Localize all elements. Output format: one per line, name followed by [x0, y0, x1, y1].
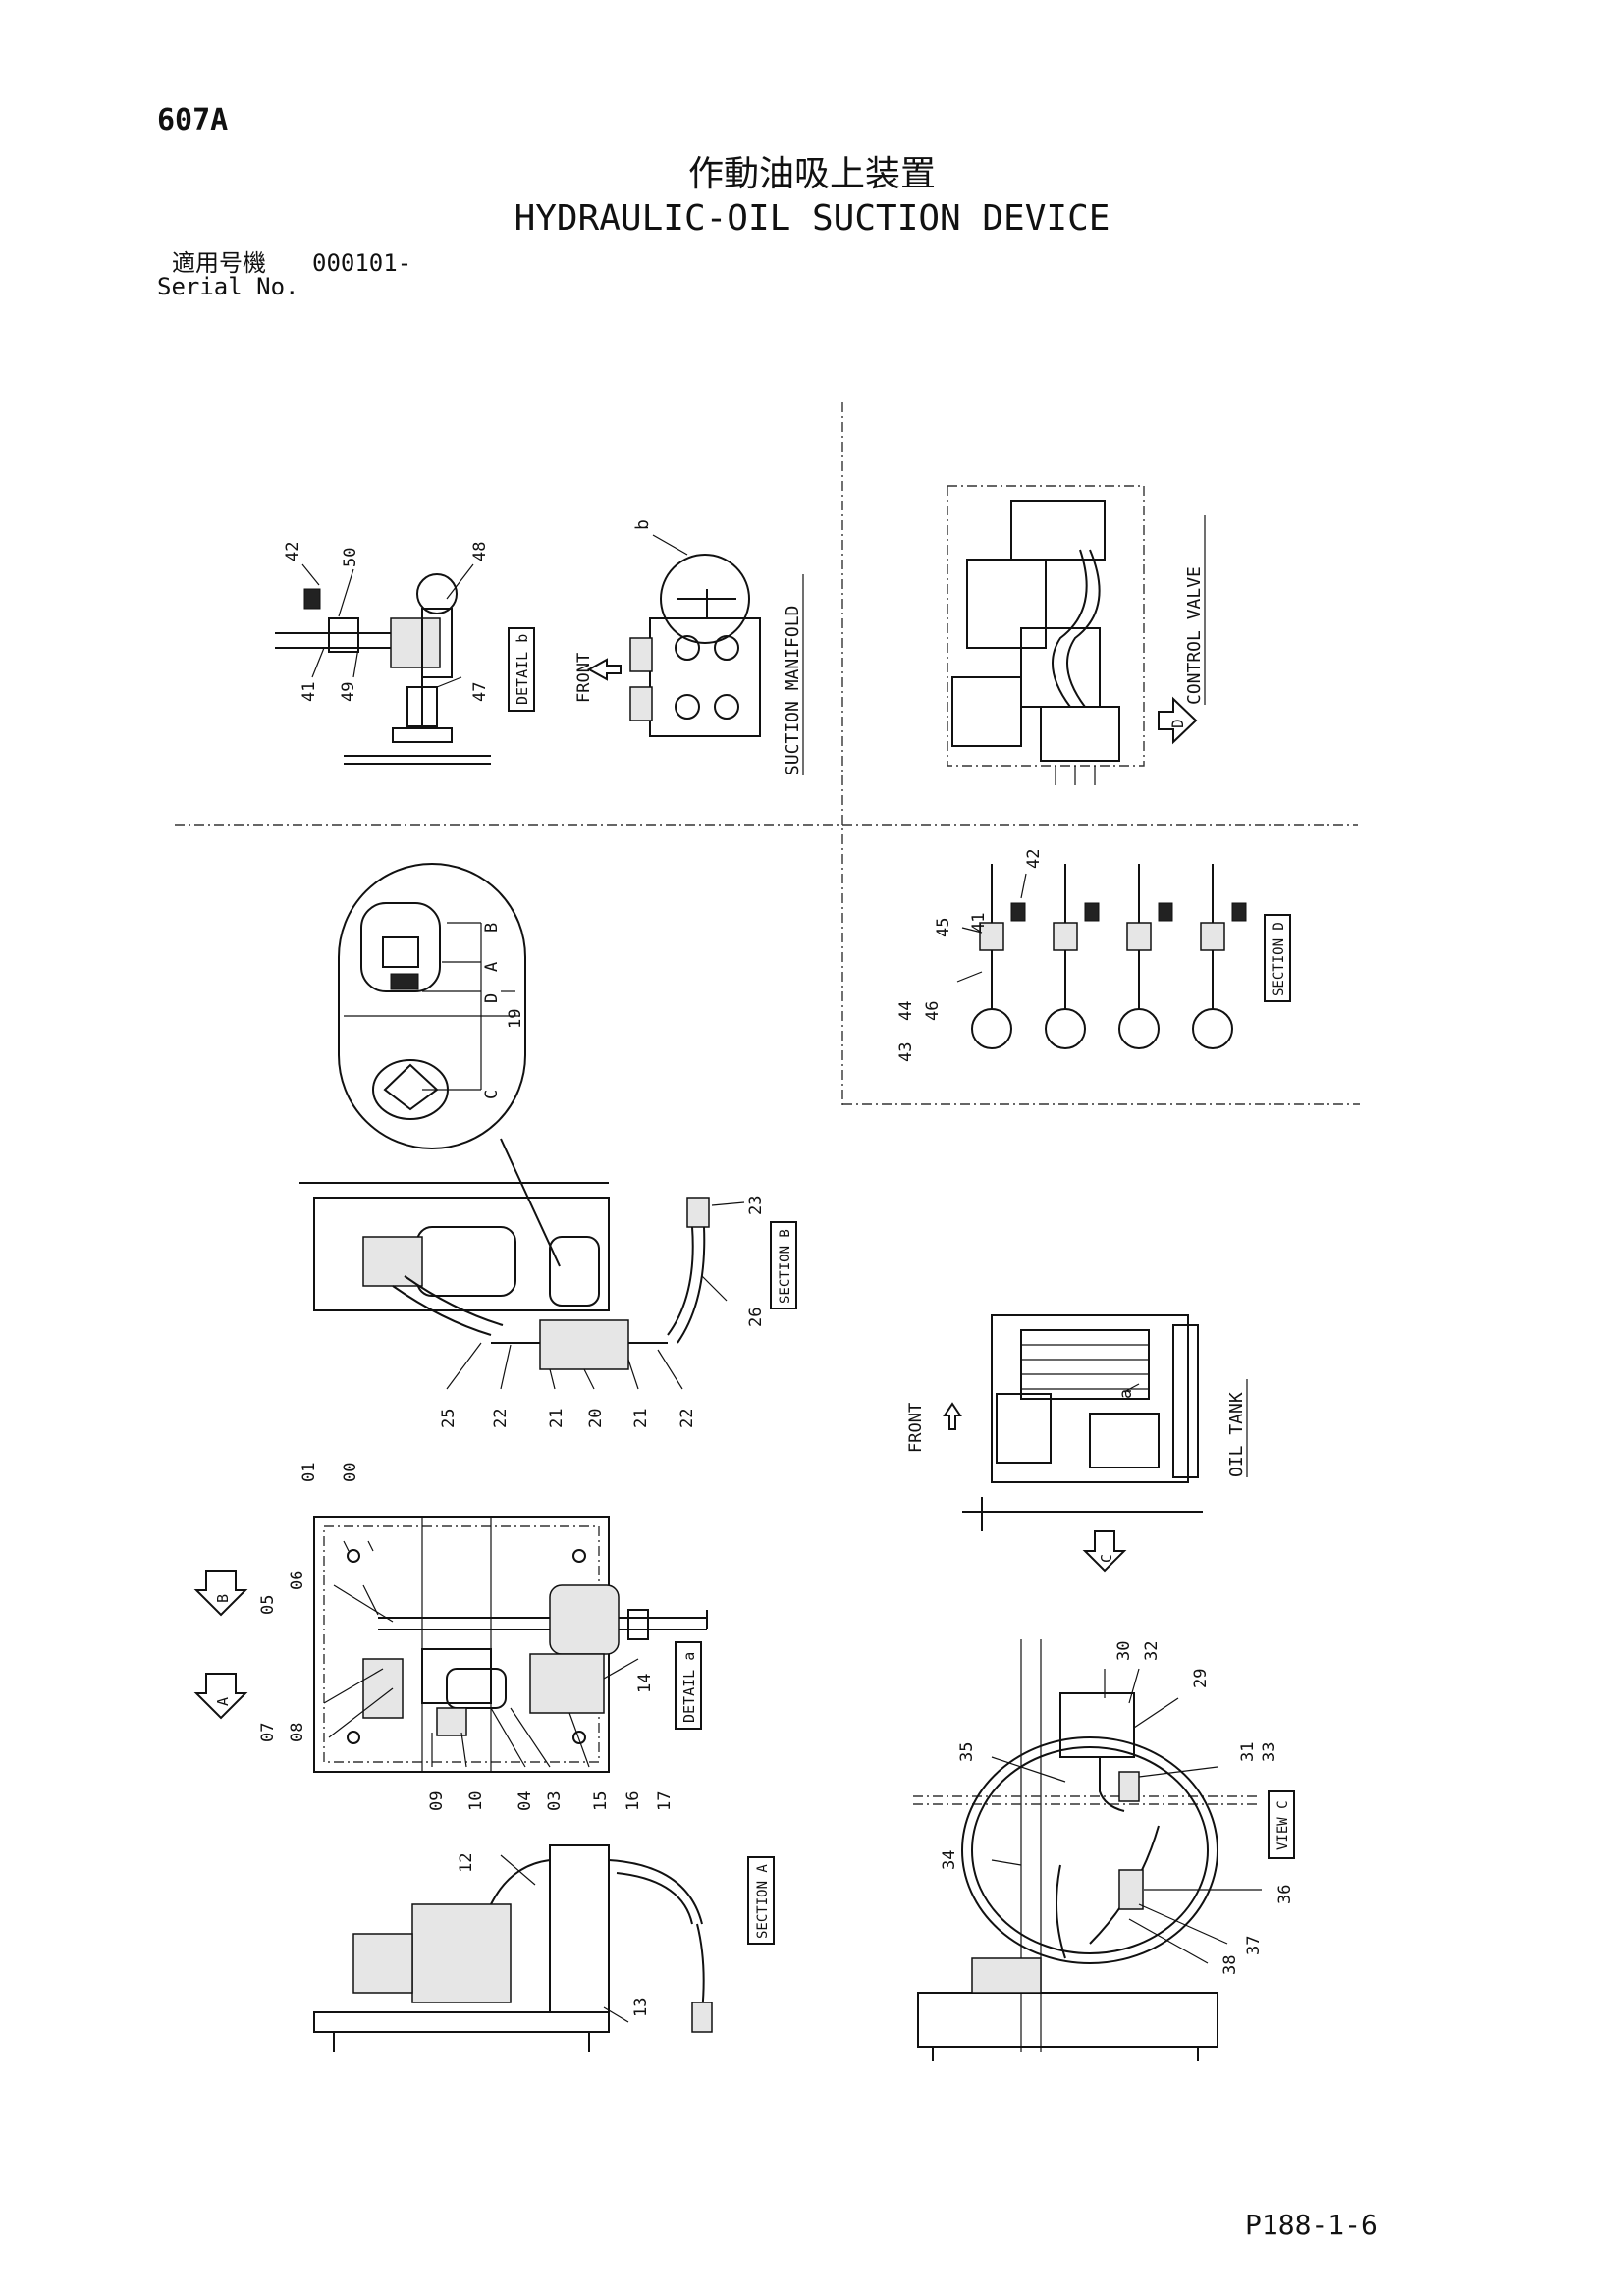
callout-23: 23 — [746, 1196, 766, 1215]
callout-30: 30 — [1114, 1641, 1134, 1661]
page-code: P188-1-6 — [1245, 2209, 1378, 2241]
callout-C: C — [482, 1090, 502, 1099]
detail-b-marker: b — [632, 519, 653, 530]
callout-41: 41 — [299, 682, 319, 702]
section-a-label-box: SECTION A — [747, 1856, 775, 1945]
callout-36: 36 — [1275, 1885, 1295, 1904]
serial-number-value: 000101- — [312, 249, 412, 277]
oil-tank-title: OIL TANK — [1226, 1379, 1248, 1477]
callout-09: 09 — [427, 1791, 447, 1811]
detail-a-markers: B A — [193, 1570, 248, 1720]
view-c-label: VIEW C — [1275, 1800, 1291, 1850]
callout-25: 25 — [439, 1409, 459, 1428]
callout-16: 16 — [623, 1791, 643, 1811]
marker-a: A — [214, 1697, 232, 1706]
callout-43: 43 — [896, 1042, 916, 1062]
callout-45: 45 — [934, 918, 953, 937]
callout-10: 10 — [466, 1791, 486, 1811]
section-b-drawing: 23 26 25 22 21 20 21 22 — [299, 1182, 766, 1428]
callout-04: 04 — [515, 1791, 535, 1811]
control-valve-title: CONTROL VALVE D — [1158, 515, 1206, 745]
callout-00: 00 — [341, 1463, 360, 1482]
detail-a-label-box: DETAIL a — [675, 1641, 702, 1730]
callout-35: 35 — [957, 1742, 977, 1762]
view-c-marker: C — [1098, 1554, 1115, 1563]
callout-13: 13 — [631, 1998, 651, 2017]
callout-33: 33 — [1260, 1742, 1279, 1762]
callout-44: 44 — [896, 1001, 916, 1021]
section-b-label-box: SECTION B — [770, 1221, 797, 1309]
callout-41-d: 41 — [969, 913, 989, 933]
callout-06: 06 — [288, 1571, 307, 1590]
front-label: FRONT — [574, 653, 594, 703]
callout-B: B — [482, 923, 502, 933]
callout-15: 15 — [591, 1791, 611, 1811]
callout-20: 20 — [586, 1409, 606, 1428]
callout-07: 07 — [258, 1723, 278, 1742]
oil-tank-drawing: a C — [962, 1314, 1203, 1573]
callout-D: D — [482, 993, 502, 1003]
callout-A: A — [482, 962, 502, 972]
callout-03: 03 — [545, 1791, 565, 1811]
suction-manifold-title: SUCTION MANIFOLD — [783, 574, 804, 775]
callout-34: 34 — [940, 1850, 959, 1870]
callout-26: 26 — [746, 1308, 766, 1327]
callout-22-right: 22 — [677, 1409, 697, 1428]
section-a-label: SECTION A — [755, 1864, 771, 1939]
page-number: 607A — [157, 103, 229, 137]
detail-a-marker: a — [1116, 1389, 1136, 1399]
title-japanese: 作動油吸上装置 — [687, 154, 936, 194]
callout-31: 31 — [1238, 1742, 1258, 1762]
oil-tank-front-arrow: FRONT — [906, 1402, 962, 1453]
front-arrow-top: FRONT — [574, 653, 622, 703]
view-d-marker: D — [1168, 719, 1187, 728]
callout-19: 19 — [506, 1009, 525, 1029]
callout-21-left: 21 — [547, 1409, 567, 1428]
section-dividers — [175, 402, 1360, 1109]
serial-label-japanese: 適用号機 — [172, 249, 266, 277]
suction-manifold-label: SUCTION MANIFOLD — [783, 606, 803, 775]
callout-47: 47 — [470, 682, 490, 702]
view-c-drawing: 30 32 29 31 33 35 34 36 37 38 — [913, 1639, 1295, 2061]
suction-manifold-drawing: b — [629, 519, 761, 737]
callout-42: 42 — [283, 542, 302, 561]
callout-49: 49 — [339, 682, 358, 702]
control-valve-label: CONTROL VALVE — [1184, 566, 1205, 705]
title-english: HYDRAULIC-OIL SUCTION DEVICE — [514, 198, 1110, 239]
callout-08: 08 — [288, 1723, 307, 1742]
section-d-label: SECTION D — [1272, 922, 1287, 996]
detail-a-label: DETAIL a — [680, 1652, 698, 1723]
callout-46: 46 — [923, 1001, 943, 1021]
detail-b-label-box: DETAIL b — [508, 627, 535, 712]
marker-b: B — [214, 1594, 232, 1603]
callout-22-left: 22 — [491, 1409, 511, 1428]
serial-label-english: Serial No. — [157, 273, 299, 300]
control-valve-drawing — [947, 485, 1145, 785]
callout-12: 12 — [457, 1853, 476, 1873]
callout-38: 38 — [1220, 1955, 1240, 1975]
callout-14: 14 — [635, 1674, 655, 1693]
section-a-drawing: 12 13 — [313, 1844, 713, 2052]
oil-tank-label: OIL TANK — [1226, 1392, 1247, 1477]
detail-b-label: DETAIL b — [514, 634, 531, 705]
callout-17: 17 — [655, 1791, 675, 1811]
oil-tank-front-label: FRONT — [906, 1403, 926, 1453]
callout-50: 50 — [341, 548, 360, 567]
callout-21-right: 21 — [631, 1409, 651, 1428]
callout-32: 32 — [1142, 1641, 1162, 1661]
callout-01: 01 — [299, 1463, 319, 1482]
callout-37: 37 — [1244, 1936, 1264, 1955]
callout-29: 29 — [1191, 1669, 1211, 1688]
detail-19-drawing: B A D C 19 — [338, 863, 561, 1267]
section-d-drawing: 42 41 45 44 46 43 — [896, 849, 1247, 1062]
callout-42-d: 42 — [1024, 849, 1044, 869]
section-d-label-box: SECTION D — [1264, 914, 1291, 1002]
callout-48: 48 — [470, 542, 490, 561]
detail-b-drawing: 42 50 48 41 49 47 — [275, 542, 491, 765]
section-b-label: SECTION B — [778, 1229, 793, 1304]
detail-a-drawing: 01 00 06 05 07 08 09 10 04 03 15 16 17 1… — [258, 1463, 708, 1811]
callout-05: 05 — [258, 1595, 278, 1615]
view-c-label-box: VIEW C — [1268, 1790, 1295, 1859]
